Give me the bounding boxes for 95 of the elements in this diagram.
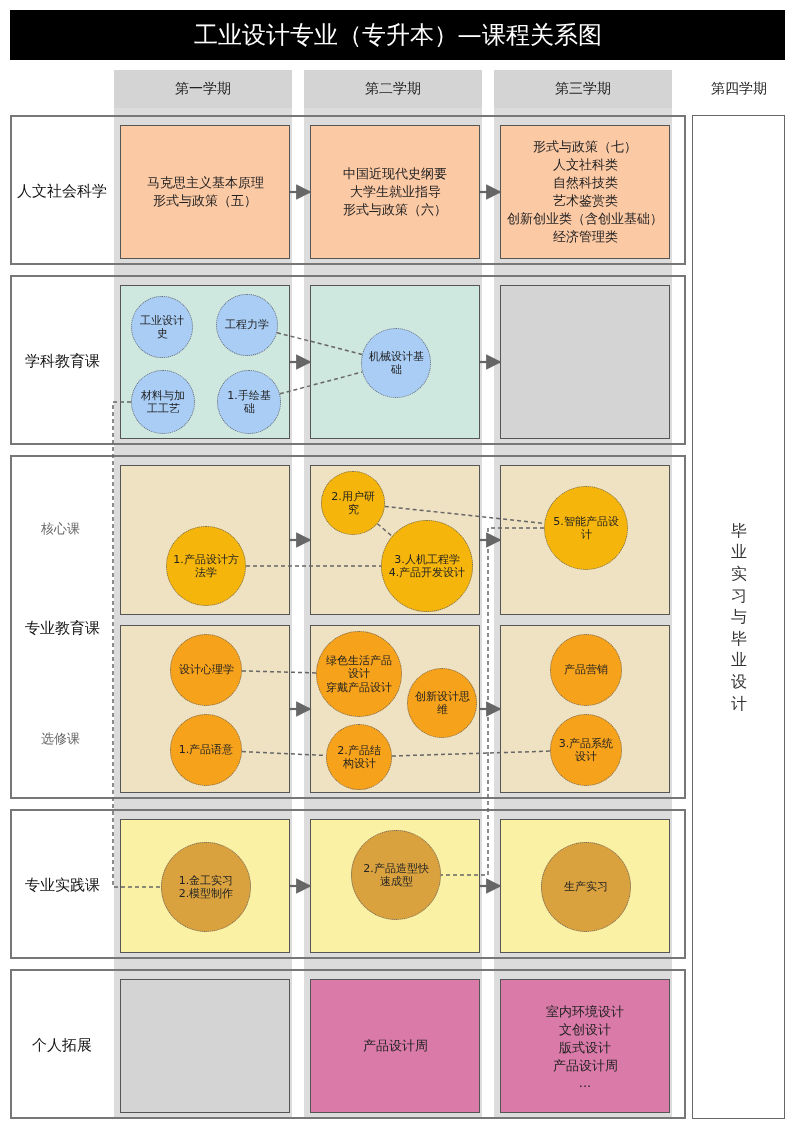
dashed-connector [112,401,162,888]
semester-header: 第四学期 [692,70,785,108]
course-name: 设计心理学 [178,663,234,677]
dashed-connector [384,505,545,525]
dashed-connector [391,750,551,757]
course-box [310,125,480,259]
course-name: 产品营销 [564,663,608,677]
course-name: 自然科技类 [552,174,618,192]
arrow [290,354,312,370]
empty-cell [120,625,290,793]
row-group [10,969,686,1119]
course-box [500,979,670,1113]
dashed-connector [241,670,317,674]
empty-cell [500,285,670,439]
course-box [310,979,480,1113]
course-name: 穿戴产品设计 [326,680,392,694]
course-name: 中国近现代史纲要 [343,165,447,183]
course-name: 创新设计思维 [414,689,470,717]
empty-cell [310,465,480,615]
course-name: 大学生就业指导 [349,183,441,201]
empty-cell [120,979,290,1113]
arrow [480,184,502,200]
course-name: 2.模型制作 [178,887,234,901]
empty-cell [500,625,670,793]
project-box [692,115,785,1119]
arrow [480,354,502,370]
arrow [290,184,312,200]
empty-cell [310,819,480,953]
course-name: 版式设计 [559,1038,611,1057]
empty-cell [120,465,290,615]
arrow [480,878,502,894]
empty-cell [310,285,480,439]
empty-cell [500,819,670,953]
group-heading: 个人拓展 [31,1036,93,1055]
group-heading: 学科教育课 [23,352,101,371]
project-name: 毕业实习与毕业设计 [729,519,748,715]
empty-cell [120,285,290,439]
group-heading: 专业实践课 [23,876,101,895]
course-box [120,125,290,259]
dashed-connector [276,331,363,356]
group-heading: 人文社会科学 [16,182,108,201]
course-name: 2.用户研究 [330,489,376,517]
course-name: 产品设计周 [552,1056,618,1075]
row-label: 核心课 [39,520,81,538]
course-name: 艺术鉴赏类 [552,192,618,210]
semester-header: 第二学期 [304,70,482,108]
empty-cell [310,625,480,793]
course-name: 2.产品造型快速成型 [362,861,430,889]
arrow [290,878,312,894]
course-name: 2.产品结构设计 [336,743,382,771]
course-name: 1.产品语意 [178,743,234,757]
course-name: 形式与政策（五） [153,192,257,210]
empty-cell [500,465,670,615]
course-name: 材料与加工工艺 [140,388,186,416]
group-heading: 专业教育课 [23,619,101,638]
empty-cell [120,819,290,953]
course-name: 形式与政策（六） [343,201,447,219]
course-name: 机械设计基础 [368,349,424,377]
course-name: ... [578,1074,592,1090]
course-name: 文创设计 [559,1020,611,1039]
course-name: 生产实习 [564,880,608,894]
course-name: 工程力学 [225,318,269,332]
row-group [10,809,686,959]
course-name: 工业设计史 [139,313,185,341]
arrow [480,701,502,717]
course-name: 1.手绘基础 [226,388,272,416]
row-group [10,275,686,445]
row-label: 选修课 [39,730,81,748]
course-name: 创新创业类（含创业基础） [507,210,663,228]
course-name: 室内环境设计 [546,1002,624,1021]
semester-header: 第三学期 [494,70,672,108]
dashed-connector [440,527,545,876]
course-name: 3.人机工程学 [394,552,460,566]
dashed-connector [376,522,393,537]
course-name: 马克思主义基本原理 [146,174,264,192]
course-name: 绿色生活产品设计 [325,654,393,681]
course-name: 产品设计周 [362,1037,428,1055]
course-name: 3.产品系统设计 [557,736,615,764]
arrow [290,701,312,717]
course-name: 4.产品开发设计 [388,566,466,580]
row-group [10,115,686,265]
semester-header: 第一学期 [114,70,292,108]
title: 工业设计专业（专升本）—课程关系图 [10,10,785,60]
dashed-connector [245,565,382,567]
course-name: 人文社科类 [552,156,618,174]
dashed-connector [279,371,363,395]
course-name: 5.智能产品设计 [552,514,620,542]
course-name: 形式与政策（七） [533,138,637,156]
arrow [480,532,502,548]
course-name: 1.金工实习 [178,873,234,887]
arrow [290,532,312,548]
row-group [10,455,686,799]
course-name: 经济管理类 [552,228,618,246]
course-box [500,125,670,259]
course-name: 1.产品设计方法学 [173,552,239,580]
